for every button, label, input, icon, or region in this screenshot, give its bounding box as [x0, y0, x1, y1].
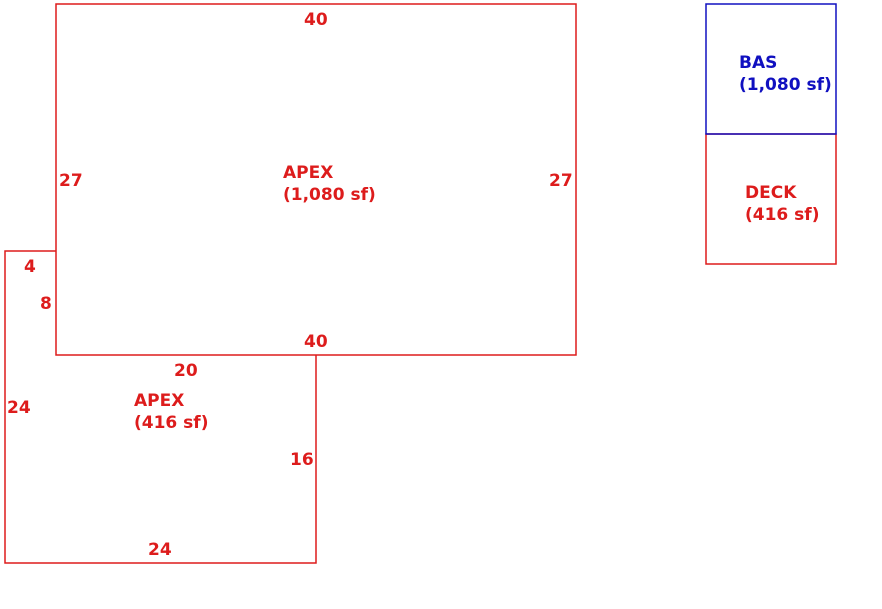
bas-size: (1,080 sf) [739, 75, 832, 95]
dim-main-left: 27 [59, 171, 83, 191]
apex-main-size: (1,080 sf) [283, 185, 376, 205]
bas-name: BAS [739, 53, 778, 73]
deck-label: DECK (416 sf) [745, 182, 819, 226]
apex-lower-outline [4, 250, 317, 564]
apex-lower-size: (416 sf) [134, 413, 209, 433]
apex-lower-label: APEX (416 sf) [134, 390, 208, 434]
apex-lower-name: APEX [134, 391, 185, 411]
dim-lower-top: 20 [174, 361, 198, 381]
dim-lower-right: 16 [290, 450, 314, 470]
dim-lower-left: 24 [7, 398, 31, 418]
bas-outline [705, 3, 837, 135]
dim-step-side: 8 [40, 294, 52, 314]
dim-main-top: 40 [304, 10, 328, 30]
deck-size: (416 sf) [745, 205, 820, 225]
dim-main-right: 27 [549, 171, 573, 191]
deck-name: DECK [745, 183, 797, 203]
dim-step-top: 4 [24, 257, 36, 277]
apex-main-name: APEX [283, 163, 334, 183]
dim-lower-bottom: 24 [148, 540, 172, 560]
apex-main-label: APEX (1,080 sf) [283, 162, 376, 206]
bas-label: BAS (1,080 sf) [739, 52, 832, 96]
dim-main-bottom: 40 [304, 332, 328, 352]
